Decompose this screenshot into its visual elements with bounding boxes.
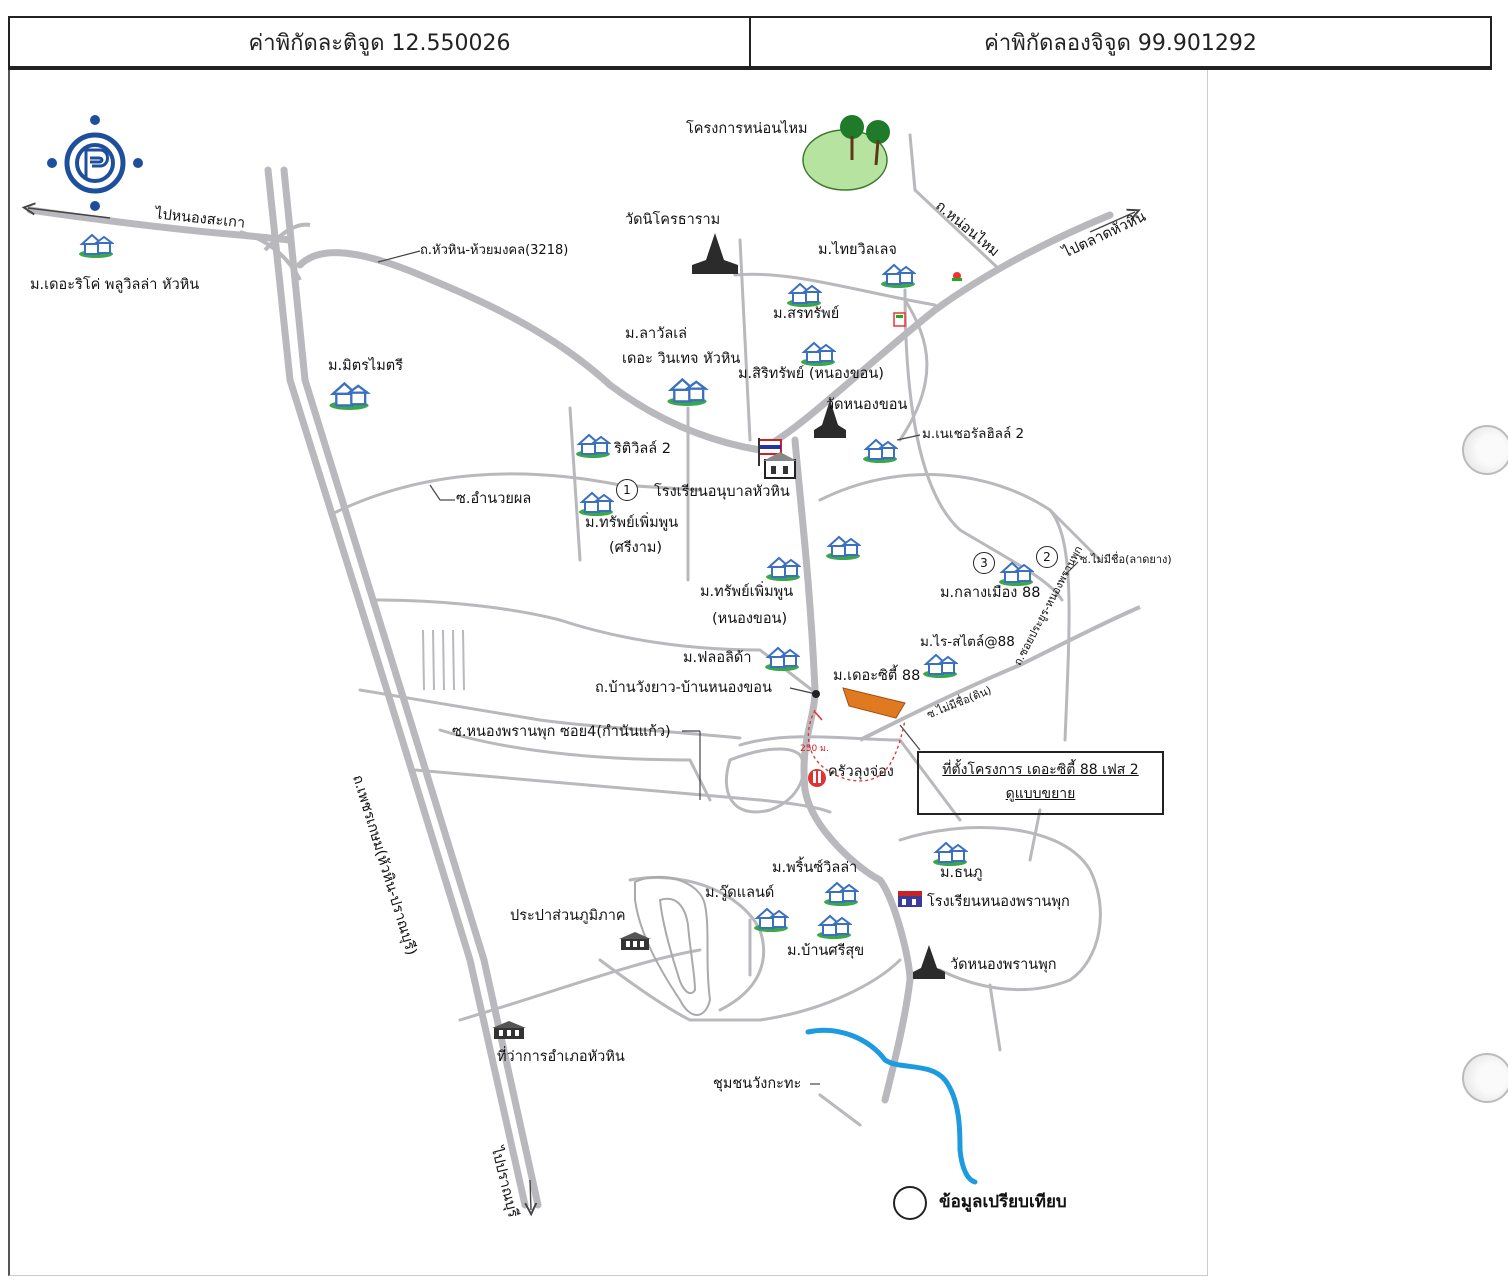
house-icon <box>667 377 709 406</box>
house-icon <box>824 881 859 906</box>
label-dist-250: 250 ม. <box>800 744 829 754</box>
label-the-city: ม.เดอะซิตี้ 88 <box>833 668 921 684</box>
project-zoom-link[interactable]: ดูแบบขยาย <box>1005 786 1076 802</box>
label-prinz-villa: ม.พริ้นซ์วิลล่า <box>772 860 858 876</box>
binder-hole <box>1462 425 1508 475</box>
label-nature-hill: ม.เนเชอรัลฮิลล์ 2 <box>922 426 1025 442</box>
house-icon <box>801 341 836 366</box>
label-klang-mueang: ม.กลางเมือง 88 <box>940 585 1041 601</box>
label-the-rico: ม.เดอะริโค่ พลูวิลล่า หัวหิน <box>30 277 200 293</box>
house-icon <box>79 233 114 258</box>
map-frame <box>8 70 1208 1276</box>
coordinates-header: ค่าพิกัดละติจูด 12.550026 ค่าพิกัดลองจิจ… <box>8 16 1492 70</box>
house-icon <box>765 646 800 671</box>
house-icon <box>329 381 371 410</box>
house-icon <box>579 491 614 516</box>
restaurant-icon <box>808 769 826 787</box>
label-noen-nai-project: โครงการหน่อนไหม <box>686 121 808 137</box>
project-location-box[interactable]: ที่ตั้งโครงการ เดอะซิตี้ 88 เฟส 2 ดูแบบข… <box>917 751 1164 815</box>
house-icon <box>933 841 968 866</box>
label-waterworks: ประปาส่วนภูมิภาค <box>510 908 626 924</box>
label-woodland: ม.วู๊ดแลนด์ <box>705 885 775 901</box>
project-location-title: ที่ตั้งโครงการ เดอะซิตี้ 88 เฟส 2 <box>942 762 1139 779</box>
label-sarasap: ม.สรทรัพย์ <box>773 306 840 322</box>
label-wat-nongkhon: วัดหนองขอน <box>826 397 908 413</box>
house-icon <box>576 433 611 458</box>
longitude-cell: ค่าพิกัดลองจิจูด 99.901292 <box>749 18 1490 66</box>
district-office-icon <box>492 1021 526 1039</box>
label-soi-nongphran-4: ซ.หนองพรานพุก ซอย4(กำนันแก้ว) <box>452 724 671 740</box>
binder-hole <box>1462 1053 1508 1103</box>
label-school-anuban: โรงเรียนอนุบาลหัวหิน <box>654 484 790 500</box>
label-community-wangkatha: ชุมชนวังกะทะ <box>713 1076 802 1092</box>
label-ritivilla: ริติวิลล์ 2 <box>614 441 671 457</box>
marker-number-1: 1 <box>616 479 638 501</box>
waterworks-icon <box>619 932 651 950</box>
label-road-ban-wang-yao: ถ.บ้านวังยาว-บ้านหนองขอน <box>595 680 772 696</box>
label-district-office: ที่ว่าการอำเภอหัวหิน <box>497 1049 625 1065</box>
label-sap-phoemphun-nk-1: ม.ทรัพย์เพิ่มพูน <box>700 584 794 600</box>
house-icon <box>754 907 789 932</box>
label-wat-nongphran: วัดหนองพรานพุก <box>950 957 1057 973</box>
label-thai-village: ม.ไทยวิลเลจ <box>818 242 897 258</box>
house-icon <box>999 561 1034 586</box>
house-icon <box>826 535 861 560</box>
label-lavalle: ม.ลาวัลเล่ <box>625 326 688 342</box>
house-icon <box>787 282 822 307</box>
label-krua-lung-chong: ครัวลุงจ่อง <box>828 764 894 780</box>
label-thanaphu: ม.ธนภู <box>940 865 983 881</box>
label-school-nongphran: โรงเรียนหนองพรานพุก <box>927 894 1070 910</box>
label-ban-srisuk: ม.บ้านศรีสุข <box>787 943 865 959</box>
label-road-3218: ถ.หัวหิน-ห้วยมงคล(3218) <box>420 243 569 258</box>
label-sap-phoemphun-sringam-2: (ศรีงาม) <box>609 540 663 556</box>
house-icon <box>881 263 916 288</box>
label-soi-amnuayphon: ซ.อำนวยผล <box>456 491 532 507</box>
label-sap-phoemphun-sringam-1: ม.ทรัพย์เพิ่มพูน <box>585 515 679 531</box>
label-soi-mai-mi-chue-lat: ซ.ไม่มีชื่อ(ลาดยาง) <box>1080 553 1172 566</box>
marker-number-2: 2 <box>1036 546 1058 568</box>
house-icon <box>766 556 801 581</box>
label-sap-phoemphun-nk-2: (หนองขอน) <box>712 611 788 627</box>
marker-number-3: 3 <box>973 552 995 574</box>
label-rai-style: ม.ไร-สไตล์@88 <box>920 634 1015 650</box>
house-icon <box>817 914 852 939</box>
label-the-winds: เดอะ วินเทจ หัวหิน <box>622 351 741 367</box>
label-compare: ข้อมูลเปรียบเทียบ <box>939 1192 1067 1212</box>
house-icon <box>863 438 898 463</box>
label-wat-nikrotharam: วัดนิโครธาราม <box>625 212 721 228</box>
house-icon <box>923 653 958 678</box>
school-icon <box>758 438 797 479</box>
label-mittraimit: ม.มิตรไมตรี <box>328 358 403 374</box>
label-sarasap-nongkhon: ม.สิริทรัพย์ (หนองขอน) <box>738 366 884 382</box>
school-icon <box>898 891 922 907</box>
label-florida: ม.ฟลอลิด้า <box>683 650 752 666</box>
latitude-cell: ค่าพิกัดละติจูด 12.550026 <box>248 30 511 56</box>
